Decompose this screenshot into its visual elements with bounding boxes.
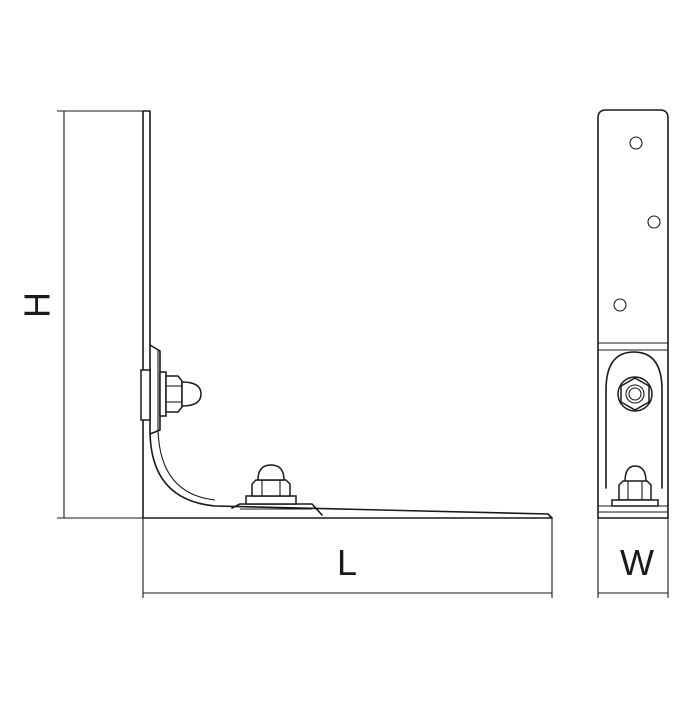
mounting-hole-1	[629, 136, 643, 150]
side-bolt-cap	[181, 381, 202, 407]
bottom-bolt-cap	[257, 464, 285, 481]
length-label: L	[337, 542, 357, 583]
bracket-plate-outline	[142, 110, 553, 519]
front-lower-bolt-nut	[618, 480, 652, 501]
front-clamp-plate	[605, 351, 663, 489]
bracket-bend-inner	[157, 350, 216, 501]
width-dimension: W	[597, 518, 669, 598]
front-view	[597, 109, 669, 519]
side-bolt-washer	[159, 371, 167, 417]
height-label: H	[17, 292, 58, 318]
front-bolt-thread	[625, 384, 645, 404]
height-dimension: H	[17, 110, 143, 519]
mounting-hole-3	[613, 298, 627, 312]
width-label: W	[620, 542, 654, 583]
front-lower-bolt-cap	[624, 465, 647, 483]
bottom-bolt-washer	[245, 495, 297, 505]
mounting-hole-2	[647, 215, 661, 229]
side-view	[140, 110, 553, 519]
side-bolt-nut	[165, 375, 183, 413]
strip-outline	[597, 109, 669, 519]
bottom-bolt-nut	[251, 479, 291, 497]
front-lower-bolt-washer	[611, 499, 659, 507]
length-dimension: L	[142, 518, 553, 598]
side-bolt-head	[140, 369, 151, 421]
front-bolt-nut	[620, 377, 650, 411]
